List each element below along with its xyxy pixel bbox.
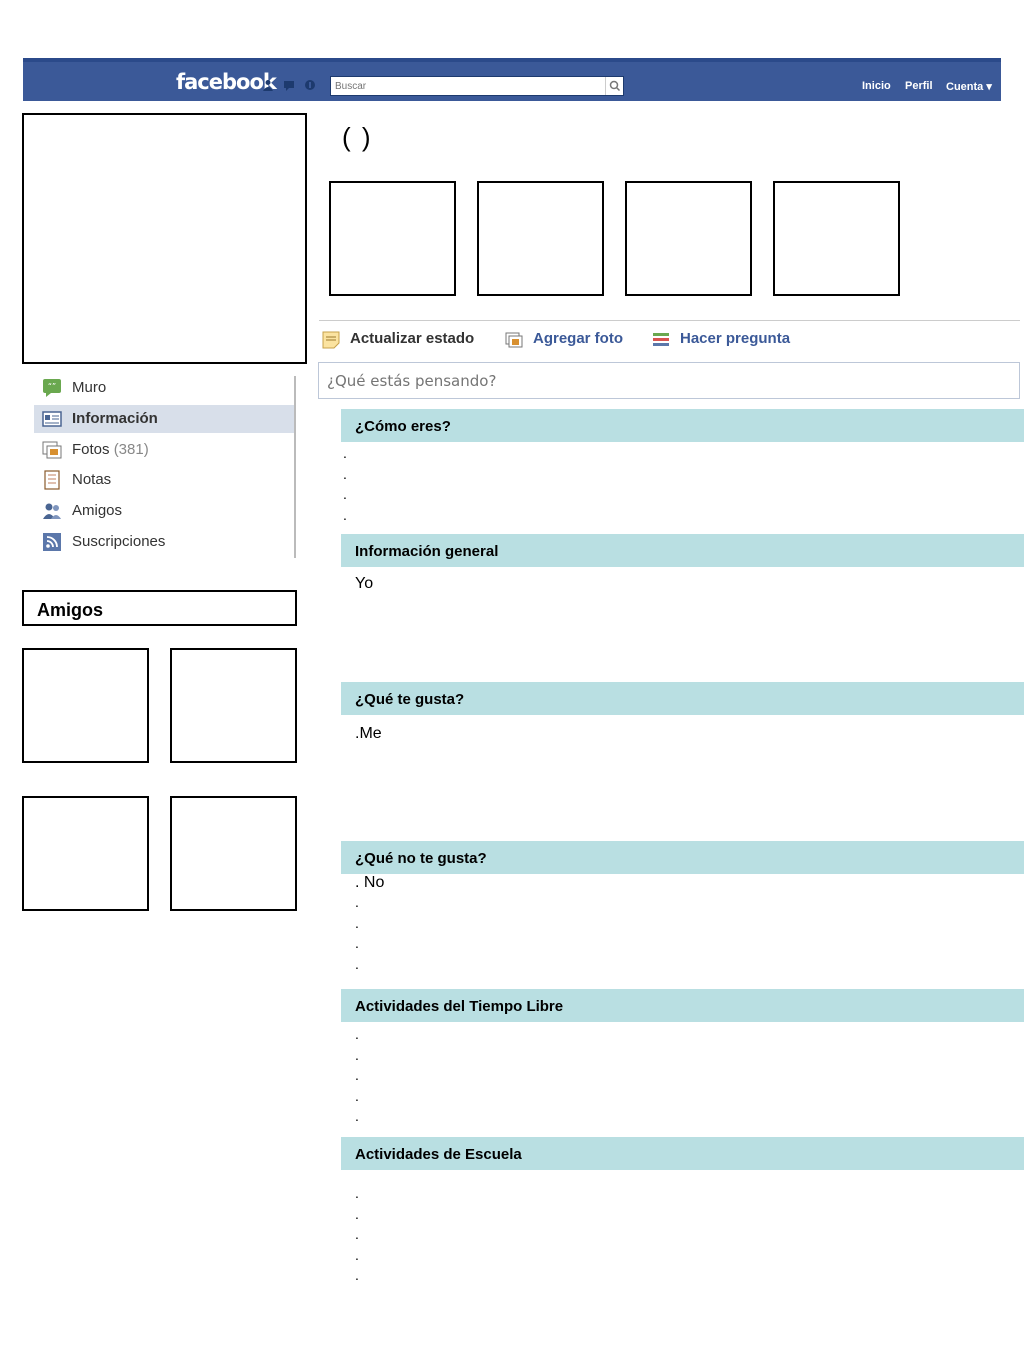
list-item: . — [355, 955, 359, 972]
question-poll-icon — [653, 333, 669, 346]
list-item: . — [355, 1067, 359, 1083]
friends-icon — [43, 503, 61, 519]
photo-count: (381) — [113, 441, 149, 458]
section-header-info-general: Información general — [341, 534, 1024, 567]
sidebar-item-fotos[interactable]: Fotos (381) — [34, 436, 294, 464]
sidebar-item-label: Información — [72, 410, 158, 427]
list-item: . — [355, 1087, 359, 1104]
list-item: . — [355, 935, 359, 951]
notifications-icon[interactable] — [304, 79, 316, 91]
list-item: . — [343, 486, 347, 502]
profile-name: ( ) — [342, 122, 373, 152]
search-input[interactable] — [335, 79, 601, 93]
sidebar-divider — [294, 376, 296, 558]
friends-title: Amigos — [37, 600, 104, 620]
section-header-como-eres: ¿Cómo eres? — [341, 409, 1024, 442]
sidebar-item-muro[interactable]: “” Muro — [34, 374, 294, 402]
list-item: . — [355, 914, 359, 931]
sidebar-item-amigos[interactable]: Amigos — [34, 497, 294, 525]
info-card-icon — [42, 411, 62, 427]
section-title: ¿Qué no te gusta? — [355, 850, 487, 867]
messages-icon[interactable] — [283, 79, 295, 91]
notes-icon — [44, 470, 60, 490]
sidebar-item-label: Muro — [72, 379, 107, 396]
section-title: Actividades del Tiempo Libre — [355, 998, 564, 1015]
ask-question-label: Hacer pregunta — [680, 330, 791, 347]
status-input[interactable] — [318, 362, 1020, 399]
photo-thumbnail[interactable] — [773, 181, 900, 296]
friend-requests-icon[interactable] — [262, 79, 274, 91]
sidebar-item-informacion[interactable]: Información — [34, 405, 294, 433]
section-title: ¿Cómo eres? — [355, 418, 451, 435]
wall-icon: “” — [43, 379, 61, 397]
friends-box-header: Amigos — [22, 590, 297, 626]
photo-thumbnail[interactable] — [477, 181, 604, 296]
photo-thumbnail[interactable] — [329, 181, 456, 296]
list-item: . — [343, 506, 347, 523]
section-body-como-eres: . . . . — [343, 443, 347, 525]
section-text-que-te-gusta: .Me — [355, 725, 382, 742]
publisher-divider — [319, 320, 1020, 321]
friend-photo[interactable] — [170, 796, 297, 911]
section-title: Información general — [355, 543, 499, 560]
subscriptions-icon — [43, 533, 61, 551]
section-title: ¿Qué te gusta? — [355, 691, 465, 708]
friend-photo[interactable] — [22, 648, 149, 763]
section-body-no-te-gusta: . No . . . . — [355, 874, 384, 974]
list-item: . — [343, 445, 347, 461]
photo-thumbnail[interactable] — [625, 181, 752, 296]
section-header-tiempo-libre: Actividades del Tiempo Libre — [341, 989, 1024, 1022]
list-item: . — [355, 1205, 359, 1222]
list-item: . — [355, 1246, 359, 1263]
list-item: . No — [355, 874, 385, 891]
section-body-escuela: . . . . . — [355, 1183, 359, 1286]
sidebar-item-notas[interactable]: Notas — [34, 466, 294, 494]
list-item: . — [355, 1267, 359, 1283]
add-photo-label: Agregar foto — [533, 330, 623, 347]
sidebar-item-label: Suscripciones — [72, 533, 166, 550]
nav-perfil[interactable]: Perfil — [905, 80, 933, 92]
section-text-info-general: Yo — [355, 575, 374, 592]
list-item: . — [355, 1108, 359, 1124]
nav-cuenta-dropdown[interactable]: Cuenta ▾ — [946, 81, 992, 93]
nav-inicio[interactable]: Inicio — [862, 80, 891, 92]
sidebar-item-label: Amigos — [72, 502, 123, 519]
update-status-label: Actualizar estado — [350, 330, 475, 347]
list-item: . — [355, 1226, 359, 1242]
list-item: . — [355, 1046, 359, 1063]
friend-photo[interactable] — [22, 796, 149, 911]
svg-text:“”: “” — [48, 382, 56, 391]
photos-icon — [42, 441, 62, 459]
search-button[interactable] — [605, 77, 623, 95]
add-photo-icon — [505, 332, 523, 348]
list-item: . — [355, 894, 359, 910]
status-note-icon — [322, 331, 340, 349]
facebook-logo[interactable]: facebook — [176, 70, 277, 94]
list-item: . — [343, 465, 347, 482]
list-item: . — [355, 1026, 359, 1042]
search-box — [330, 76, 624, 96]
section-header-escuela: Actividades de Escuela — [341, 1137, 1024, 1170]
profile-picture[interactable] — [22, 113, 307, 364]
search-icon — [609, 80, 621, 92]
section-header-que-te-gusta: ¿Qué te gusta? — [341, 682, 1024, 715]
section-header-no-te-gusta: ¿Qué no te gusta? — [341, 841, 1024, 874]
section-title: Actividades de Escuela — [355, 1146, 522, 1163]
section-body-tiempo-libre: . . . . . — [355, 1024, 359, 1127]
sidebar-item-suscripciones[interactable]: Suscripciones — [34, 528, 294, 556]
friend-photo[interactable] — [170, 648, 297, 763]
list-item: . — [355, 1185, 359, 1201]
sidebar-item-label: Fotos (381) — [72, 441, 149, 458]
sidebar-item-label: Notas — [72, 471, 112, 488]
